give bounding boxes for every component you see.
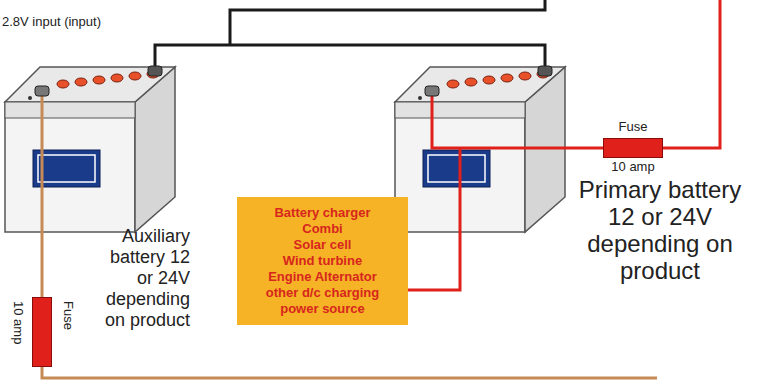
battery-label: Auxiliary battery 12 or 24V depending on… [98,226,190,331]
fuse: Fuse 10 amp [593,118,673,176]
source-item: Wind turbine [283,253,362,269]
charging-source-box: Battery chargerCombiSolar cellWind turbi… [237,197,408,325]
fuse-body [603,138,663,158]
source-item: other d/c charging power source [253,285,393,317]
positive-wire [432,96,603,148]
source-item: Solar cell [294,237,352,253]
source-item: Engine Alternator [268,269,377,285]
aux-return-wire [42,367,657,378]
battery-label: Primary battery 12 or 24V depending on p… [577,176,743,284]
source-item: Combi [302,221,342,237]
fuse-label: Fuse [619,118,648,136]
charge-wire [408,148,460,290]
fuse-label: 10 amp [611,158,654,176]
fuse-label: Fuse [58,301,76,330]
fuse: 10 amp Fuse [8,295,78,367]
terminal [148,66,162,76]
terminal [538,66,552,76]
terminal [35,86,49,96]
fuse-body [32,297,52,367]
input-wire [230,0,545,45]
aux-positive-wire [41,96,44,297]
input-label: 2.8V input (input) [2,14,162,30]
auxiliary-battery [5,67,175,232]
source-item: Battery charger [274,205,370,221]
negative-wire [155,45,545,74]
fuse-label: 10 amp [8,301,26,344]
terminal [425,86,439,96]
output-wire [663,0,720,148]
